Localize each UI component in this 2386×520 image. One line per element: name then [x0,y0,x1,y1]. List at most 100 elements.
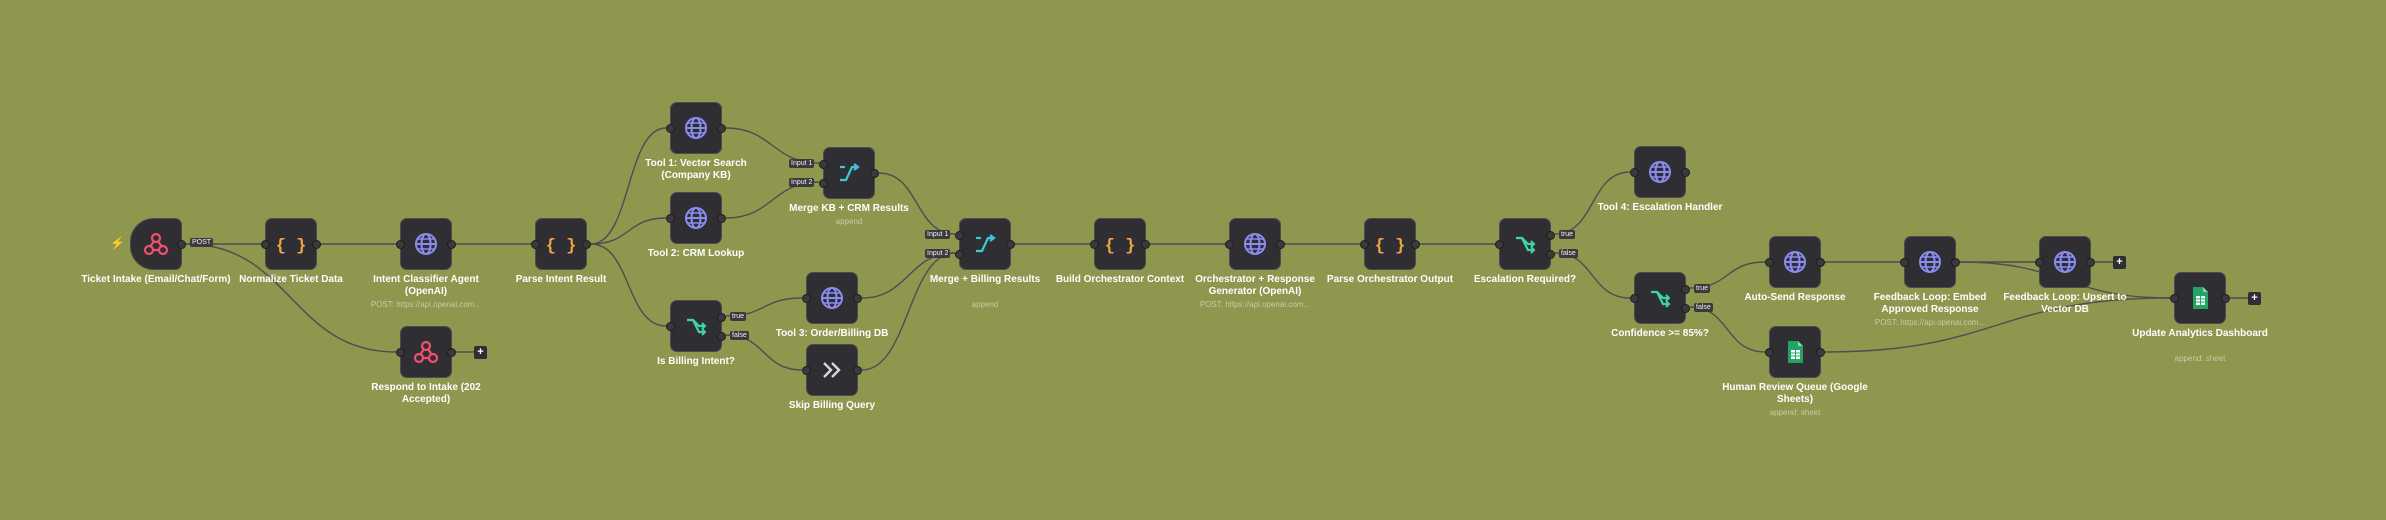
output-port[interactable] [717,332,726,341]
output-port[interactable] [1681,304,1690,313]
output-port[interactable] [1816,348,1825,357]
input-port[interactable] [666,214,675,223]
input-port[interactable] [1090,240,1099,249]
add-node-button[interactable]: + [2248,292,2261,305]
node-merge-kb[interactable] [819,147,879,199]
node-build-context[interactable]: { } [1090,218,1150,270]
node-label: Tool 3: Order/Billing DB [775,328,889,339]
input-port[interactable] [666,322,675,331]
node-label: Parse Orchestrator Output [1326,274,1454,285]
globe-icon [1240,229,1270,259]
node-tool3[interactable] [802,272,862,324]
input-port[interactable] [1630,168,1639,177]
node-normalize[interactable]: { } [261,218,321,270]
output-port[interactable] [717,313,726,322]
output-port[interactable] [1411,240,1420,249]
output-port[interactable] [870,169,879,178]
connection-parse-intent-to-tool2[interactable] [590,217,667,245]
node-is-billing[interactable] [666,300,726,352]
connection-parse-intent-to-tool1[interactable] [590,127,667,245]
input-port[interactable] [802,366,811,375]
node-label: Merge + Billing Results [929,274,1041,285]
node-tool2[interactable] [666,192,726,244]
input-port[interactable] [531,240,540,249]
input-port[interactable] [955,250,964,259]
input-port[interactable] [1225,240,1234,249]
output-port[interactable] [177,240,186,249]
input-port[interactable] [955,231,964,240]
node-auto-send[interactable] [1765,236,1825,288]
input-port[interactable] [1765,258,1774,267]
output-port[interactable] [1681,285,1690,294]
input-port[interactable] [1630,294,1639,303]
input-port[interactable] [1900,258,1909,267]
output-port[interactable] [853,366,862,375]
node-parse-intent[interactable]: { } [531,218,591,270]
input-port[interactable] [2170,294,2179,303]
globe-icon [1780,247,1810,277]
node-subtitle: append: sheet [2174,354,2226,363]
output-port[interactable] [717,124,726,133]
output-port[interactable] [1546,231,1555,240]
output-port[interactable] [447,240,456,249]
globe-icon [817,283,847,313]
port-tag-false: false [1559,249,1578,258]
input-port[interactable] [819,160,828,169]
node-parse-orchestrator[interactable]: { } [1360,218,1420,270]
input-port[interactable] [666,124,675,133]
output-port[interactable] [312,240,321,249]
input-port[interactable] [1765,348,1774,357]
svg-text:{ }: { } [276,237,306,256]
output-port[interactable] [853,294,862,303]
output-port[interactable] [1141,240,1150,249]
output-port[interactable] [1006,240,1015,249]
output-port[interactable] [717,214,726,223]
port-tag-input1: Input 1 [789,159,815,168]
node-tool1[interactable] [666,102,726,154]
output-port[interactable] [1951,258,1960,267]
node-label: Feedback Loop: Upsert to Vector DB [2003,292,2127,315]
output-port[interactable] [2086,258,2095,267]
add-node-button[interactable]: + [2113,256,2126,269]
node-intent-classifier[interactable] [396,218,456,270]
output-port[interactable] [447,348,456,357]
node-respond-intake[interactable] [396,326,456,378]
input-port[interactable] [819,179,828,188]
node-feedback-upsert[interactable] [2035,236,2095,288]
if-icon [1645,283,1675,313]
node-orchestrator[interactable] [1225,218,1285,270]
input-port[interactable] [1495,240,1504,249]
output-port[interactable] [1681,168,1690,177]
node-confidence[interactable] [1630,272,1690,324]
node-label: Merge KB + CRM Results [789,203,909,214]
node-escalation[interactable] [1495,218,1555,270]
input-port[interactable] [261,240,270,249]
node-subtitle: append [971,300,999,309]
input-port[interactable] [2035,258,2044,267]
output-port[interactable] [2221,294,2230,303]
connection-skip-billing-to-merge-billing[interactable] [861,252,956,371]
node-feedback-embed[interactable] [1900,236,1960,288]
globe-icon [2050,247,2080,277]
input-port[interactable] [1360,240,1369,249]
input-port[interactable] [396,348,405,357]
input-port[interactable] [396,240,405,249]
output-port[interactable] [1816,258,1825,267]
node-tool4[interactable] [1630,146,1690,198]
input-port[interactable] [802,294,811,303]
output-port[interactable] [1276,240,1285,249]
output-port[interactable] [1546,250,1555,259]
node-analytics[interactable] [2170,272,2230,324]
svg-text:{ }: { } [1105,237,1135,256]
code-icon: { } [276,229,306,259]
output-port[interactable] [582,240,591,249]
node-skip-billing[interactable] [802,344,862,396]
node-label: Respond to Intake (202 Accepted) [371,382,481,405]
add-node-button[interactable]: + [474,346,487,359]
merge-icon [834,158,864,188]
node-human-review[interactable] [1765,326,1825,378]
node-merge-billing[interactable] [955,218,1015,270]
node-ticket-intake[interactable] [130,218,186,270]
code-icon: { } [546,229,576,259]
